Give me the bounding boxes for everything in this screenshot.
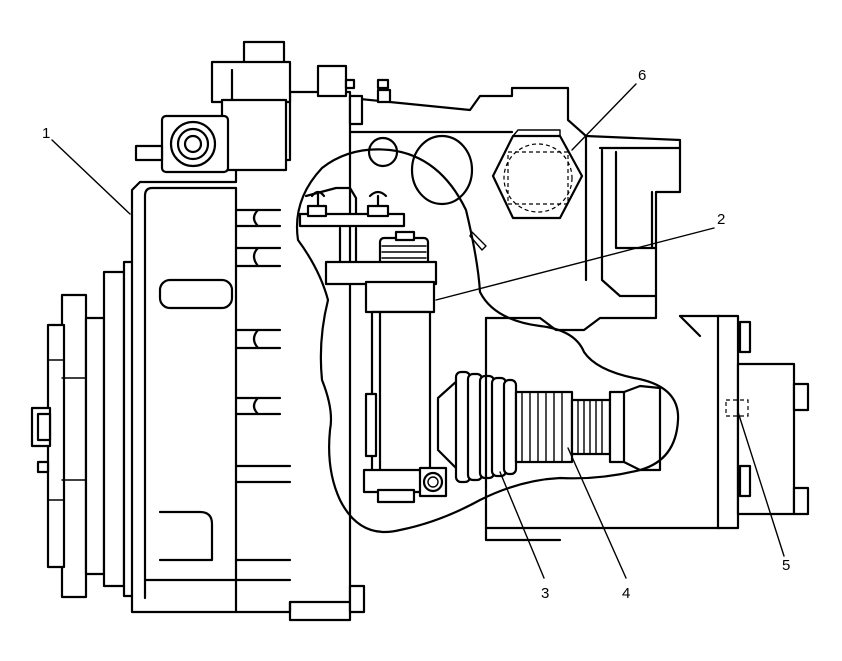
leader-1 — [51, 139, 131, 215]
leader-2 — [435, 227, 715, 301]
callout-2: 2 — [717, 211, 725, 228]
leader-lines — [51, 83, 785, 579]
leader-5 — [737, 411, 785, 557]
leader-3 — [499, 471, 545, 579]
callout-5: 5 — [782, 557, 790, 574]
top-fitting — [210, 40, 292, 172]
leader-6 — [571, 83, 637, 151]
callout-1: 1 — [42, 125, 50, 142]
fitting-nut — [134, 114, 230, 174]
lever-bracket — [298, 186, 406, 270]
cutaway-outline — [295, 148, 680, 534]
drive-flange — [46, 260, 134, 599]
callout-3: 3 — [541, 585, 549, 602]
main-housing — [130, 90, 352, 614]
leader-4 — [567, 447, 627, 579]
callout-4: 4 — [622, 585, 630, 602]
governor-housing — [316, 64, 682, 332]
inner-spring — [514, 384, 662, 472]
bottom-details — [288, 526, 562, 622]
callout-6: 6 — [638, 67, 646, 84]
hex-nut — [491, 129, 584, 220]
plunger-assembly — [324, 260, 448, 504]
main-spring — [436, 370, 518, 484]
drive-bolt — [30, 406, 52, 474]
end-cover — [484, 314, 810, 530]
small-spring — [378, 230, 430, 270]
